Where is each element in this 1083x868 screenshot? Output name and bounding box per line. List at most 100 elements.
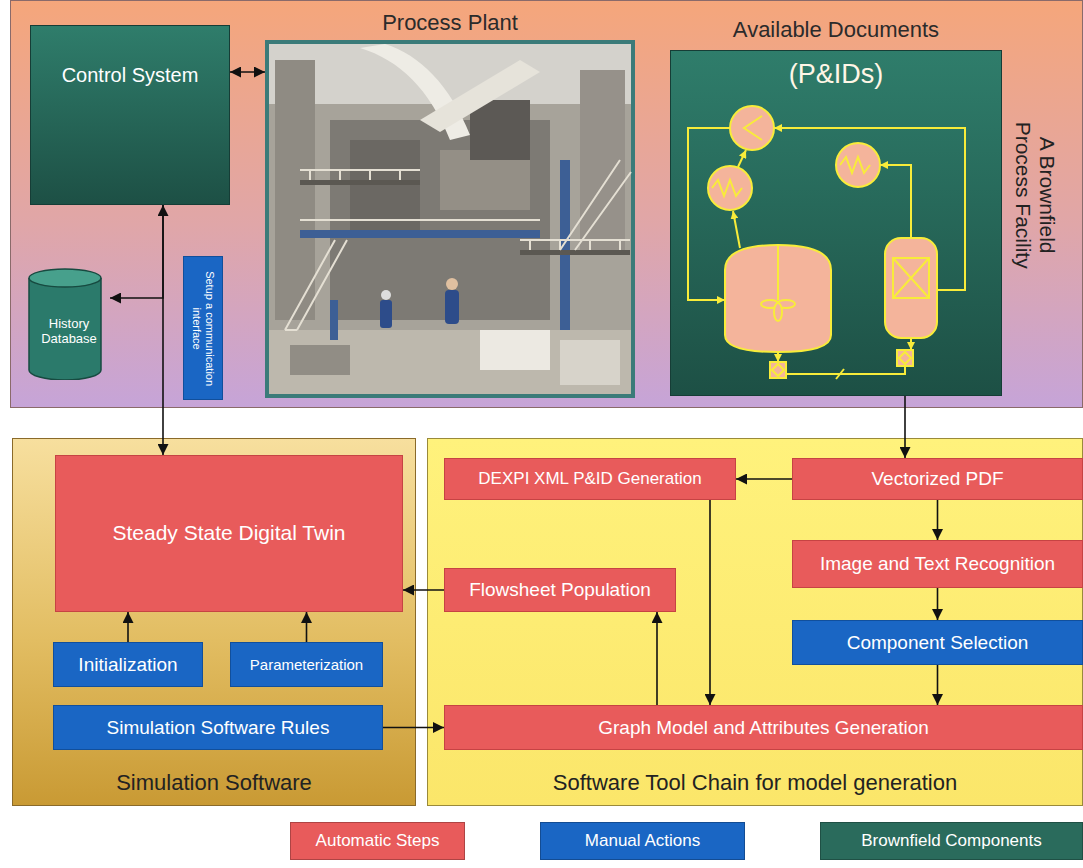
plant-photo xyxy=(275,60,315,320)
plant-photo xyxy=(269,44,631,104)
plant-photo xyxy=(290,345,350,375)
plant-photo xyxy=(300,180,420,185)
flow-arrow xyxy=(110,205,163,298)
pid-sketch xyxy=(738,150,746,167)
box-label: Component Selection xyxy=(847,632,1029,654)
manual-step-box: Simulation Software Rules xyxy=(53,705,383,750)
box-label: Image and Text Recognition xyxy=(820,553,1055,575)
process-box: Image and Text Recognition xyxy=(792,540,1083,588)
pid-sketch xyxy=(772,364,784,376)
plant-photo xyxy=(520,250,630,255)
plant-photo xyxy=(285,160,631,330)
pid-sketch xyxy=(885,238,937,338)
process-box: Vectorized PDF xyxy=(792,458,1083,500)
panel-heading: Process Plant xyxy=(249,10,651,35)
flow-arrow xyxy=(904,396,906,458)
flow-arrow xyxy=(736,478,792,480)
pid-sketch xyxy=(786,366,905,374)
region-title: A Brownfield Process Facility xyxy=(1010,108,1058,283)
plant-photo xyxy=(360,44,470,140)
flow-arrow xyxy=(937,500,939,540)
toolchain-region: Software Tool Chain for model generation… xyxy=(427,438,1083,806)
documents-panel: Available Documents(P&IDs) xyxy=(670,50,1002,396)
plant-photo xyxy=(269,44,631,394)
plant-photo xyxy=(480,330,550,370)
legend-swatch: Manual Actions xyxy=(540,822,745,860)
box-label: Flowsheet Population xyxy=(469,579,651,601)
legend-label: Brownfield Components xyxy=(861,831,1041,851)
plant-photo xyxy=(470,100,530,160)
panel-heading: Available Documents xyxy=(651,17,1021,42)
plant-photo xyxy=(350,140,420,230)
pid-sketch xyxy=(688,106,965,379)
control-system-box: Control System xyxy=(30,25,230,205)
legend-swatch: Brownfield Components xyxy=(820,822,1083,860)
flow-arrow xyxy=(656,612,658,705)
flow-arrow xyxy=(709,500,711,705)
pid-sketch xyxy=(770,362,786,378)
plant-photo xyxy=(381,290,391,300)
pid-sketch xyxy=(840,157,870,173)
flow-arrow xyxy=(162,205,164,455)
box-label: Graph Model and Attributes Generation xyxy=(598,717,929,739)
software-region: Simulation Software Steady State Digital … xyxy=(12,438,416,806)
pid-sketch xyxy=(910,338,912,350)
box-label: History Database xyxy=(32,317,106,347)
pid-sketch xyxy=(880,165,911,238)
plant-photo-panel: Process Plant xyxy=(265,40,635,398)
pid-sketch xyxy=(836,369,844,379)
flow-arrow xyxy=(306,612,308,642)
plant-photo xyxy=(330,300,338,340)
process-box: DEXPI XML P&ID Generation xyxy=(444,458,736,500)
plant-photo xyxy=(300,170,420,180)
legend-label: Automatic Steps xyxy=(316,831,440,851)
flow-arrow xyxy=(403,589,444,591)
flow-arrow xyxy=(937,665,939,705)
pid-sketch xyxy=(708,166,752,210)
plant-photo xyxy=(285,240,347,330)
box-label: Vectorized PDF xyxy=(872,468,1004,490)
pid-sketch xyxy=(730,106,774,150)
plant-photo xyxy=(300,219,540,221)
plant-photo xyxy=(440,150,530,210)
plant-photo xyxy=(580,70,625,250)
pid-sketch xyxy=(893,258,929,298)
manual-step-box: Setup a communication interface xyxy=(183,256,223,400)
pid-sketch xyxy=(836,143,880,187)
process-box: Steady State Digital Twin xyxy=(55,455,403,612)
flow-arrow xyxy=(127,612,129,642)
pid-sketch xyxy=(774,128,965,290)
legend-swatch: Automatic Steps xyxy=(290,822,465,860)
pid-sketch xyxy=(893,258,929,298)
pid-sketch xyxy=(777,300,795,308)
plant-photo xyxy=(330,120,550,320)
box-label: Initialization xyxy=(78,654,177,676)
pid-sketch xyxy=(777,245,779,300)
pid-sketch xyxy=(774,303,782,321)
database-cylinder: History Database xyxy=(28,268,110,380)
facility-region: A Brownfield Process Facility Control Sys… xyxy=(10,0,1083,408)
flow-arrow xyxy=(383,727,444,729)
manual-step-box: Parameterization xyxy=(230,642,383,687)
pid-sketch xyxy=(733,211,740,248)
region-title: Software Tool Chain for model generation xyxy=(428,770,1082,795)
box-label: Control System xyxy=(62,64,199,87)
box-label: Steady State Digital Twin xyxy=(112,521,345,545)
plant-photo xyxy=(380,300,392,328)
pid-sketch xyxy=(725,245,831,352)
plant-photo xyxy=(269,44,631,394)
flow-arrow xyxy=(230,71,265,73)
box-label: Parameterization xyxy=(250,656,363,673)
box-label: Simulation Software Rules xyxy=(107,717,330,739)
cylinder-top xyxy=(29,269,101,287)
box-label: Setup a communication interface xyxy=(190,260,215,396)
pid-sketch xyxy=(744,116,762,140)
plant-photo xyxy=(446,278,458,290)
plant-photo xyxy=(560,160,570,330)
pid-sketch xyxy=(777,352,779,362)
region-title: Simulation Software xyxy=(13,770,415,795)
plant-photo xyxy=(445,290,459,324)
